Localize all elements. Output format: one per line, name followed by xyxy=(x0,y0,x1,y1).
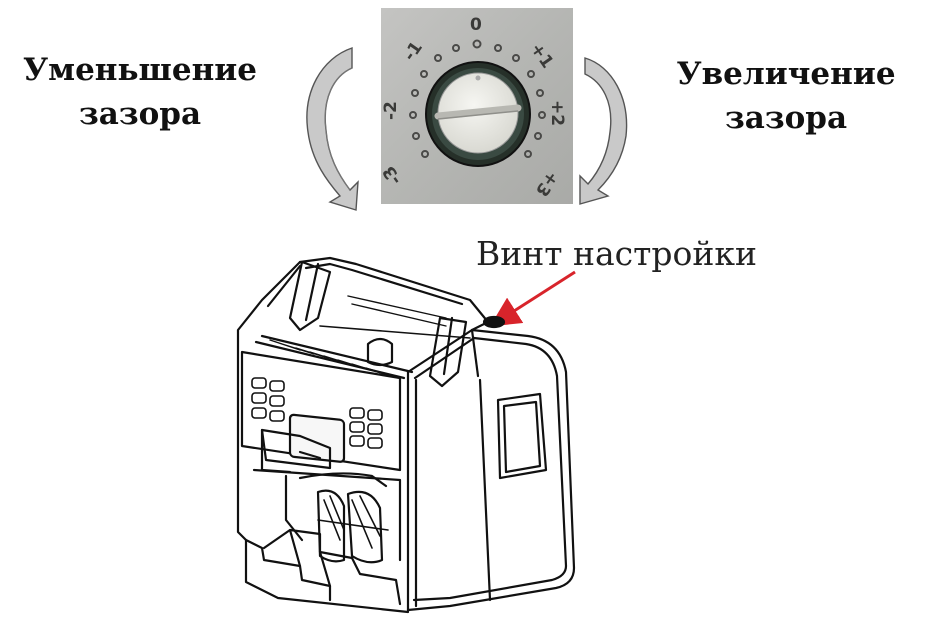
adjust-screw-label: Винт настройки xyxy=(476,234,757,273)
decrease-gap-label-line1: Уменьшение xyxy=(23,52,257,88)
banknote-counter-illustration xyxy=(236,256,576,614)
increase-gap-label: Увеличение зазора xyxy=(668,52,904,140)
pointer-arrow-icon xyxy=(489,270,576,327)
decrease-gap-label: Уменьшение зазора xyxy=(20,48,260,136)
increase-gap-label-line1: Увеличение xyxy=(676,56,896,92)
clockwise-arrow-icon xyxy=(579,57,628,205)
dial-mark-plus-2: +2 xyxy=(547,100,567,126)
dial-mark-zero: 0 xyxy=(470,15,482,35)
counterclockwise-arrow-icon xyxy=(306,47,359,211)
increase-gap-label-line2: зазора xyxy=(724,100,848,136)
dial-mark-minus-2: -2 xyxy=(381,101,401,120)
decrease-gap-label-line2: зазора xyxy=(78,96,202,132)
adjust-screw-knob[interactable] xyxy=(425,61,531,167)
control-panel-buttons xyxy=(251,377,383,449)
adjustment-dial-photo: 0 -1 -2 -3 +1 +2 +3 xyxy=(379,8,573,204)
dial-scale-dots xyxy=(409,39,546,158)
